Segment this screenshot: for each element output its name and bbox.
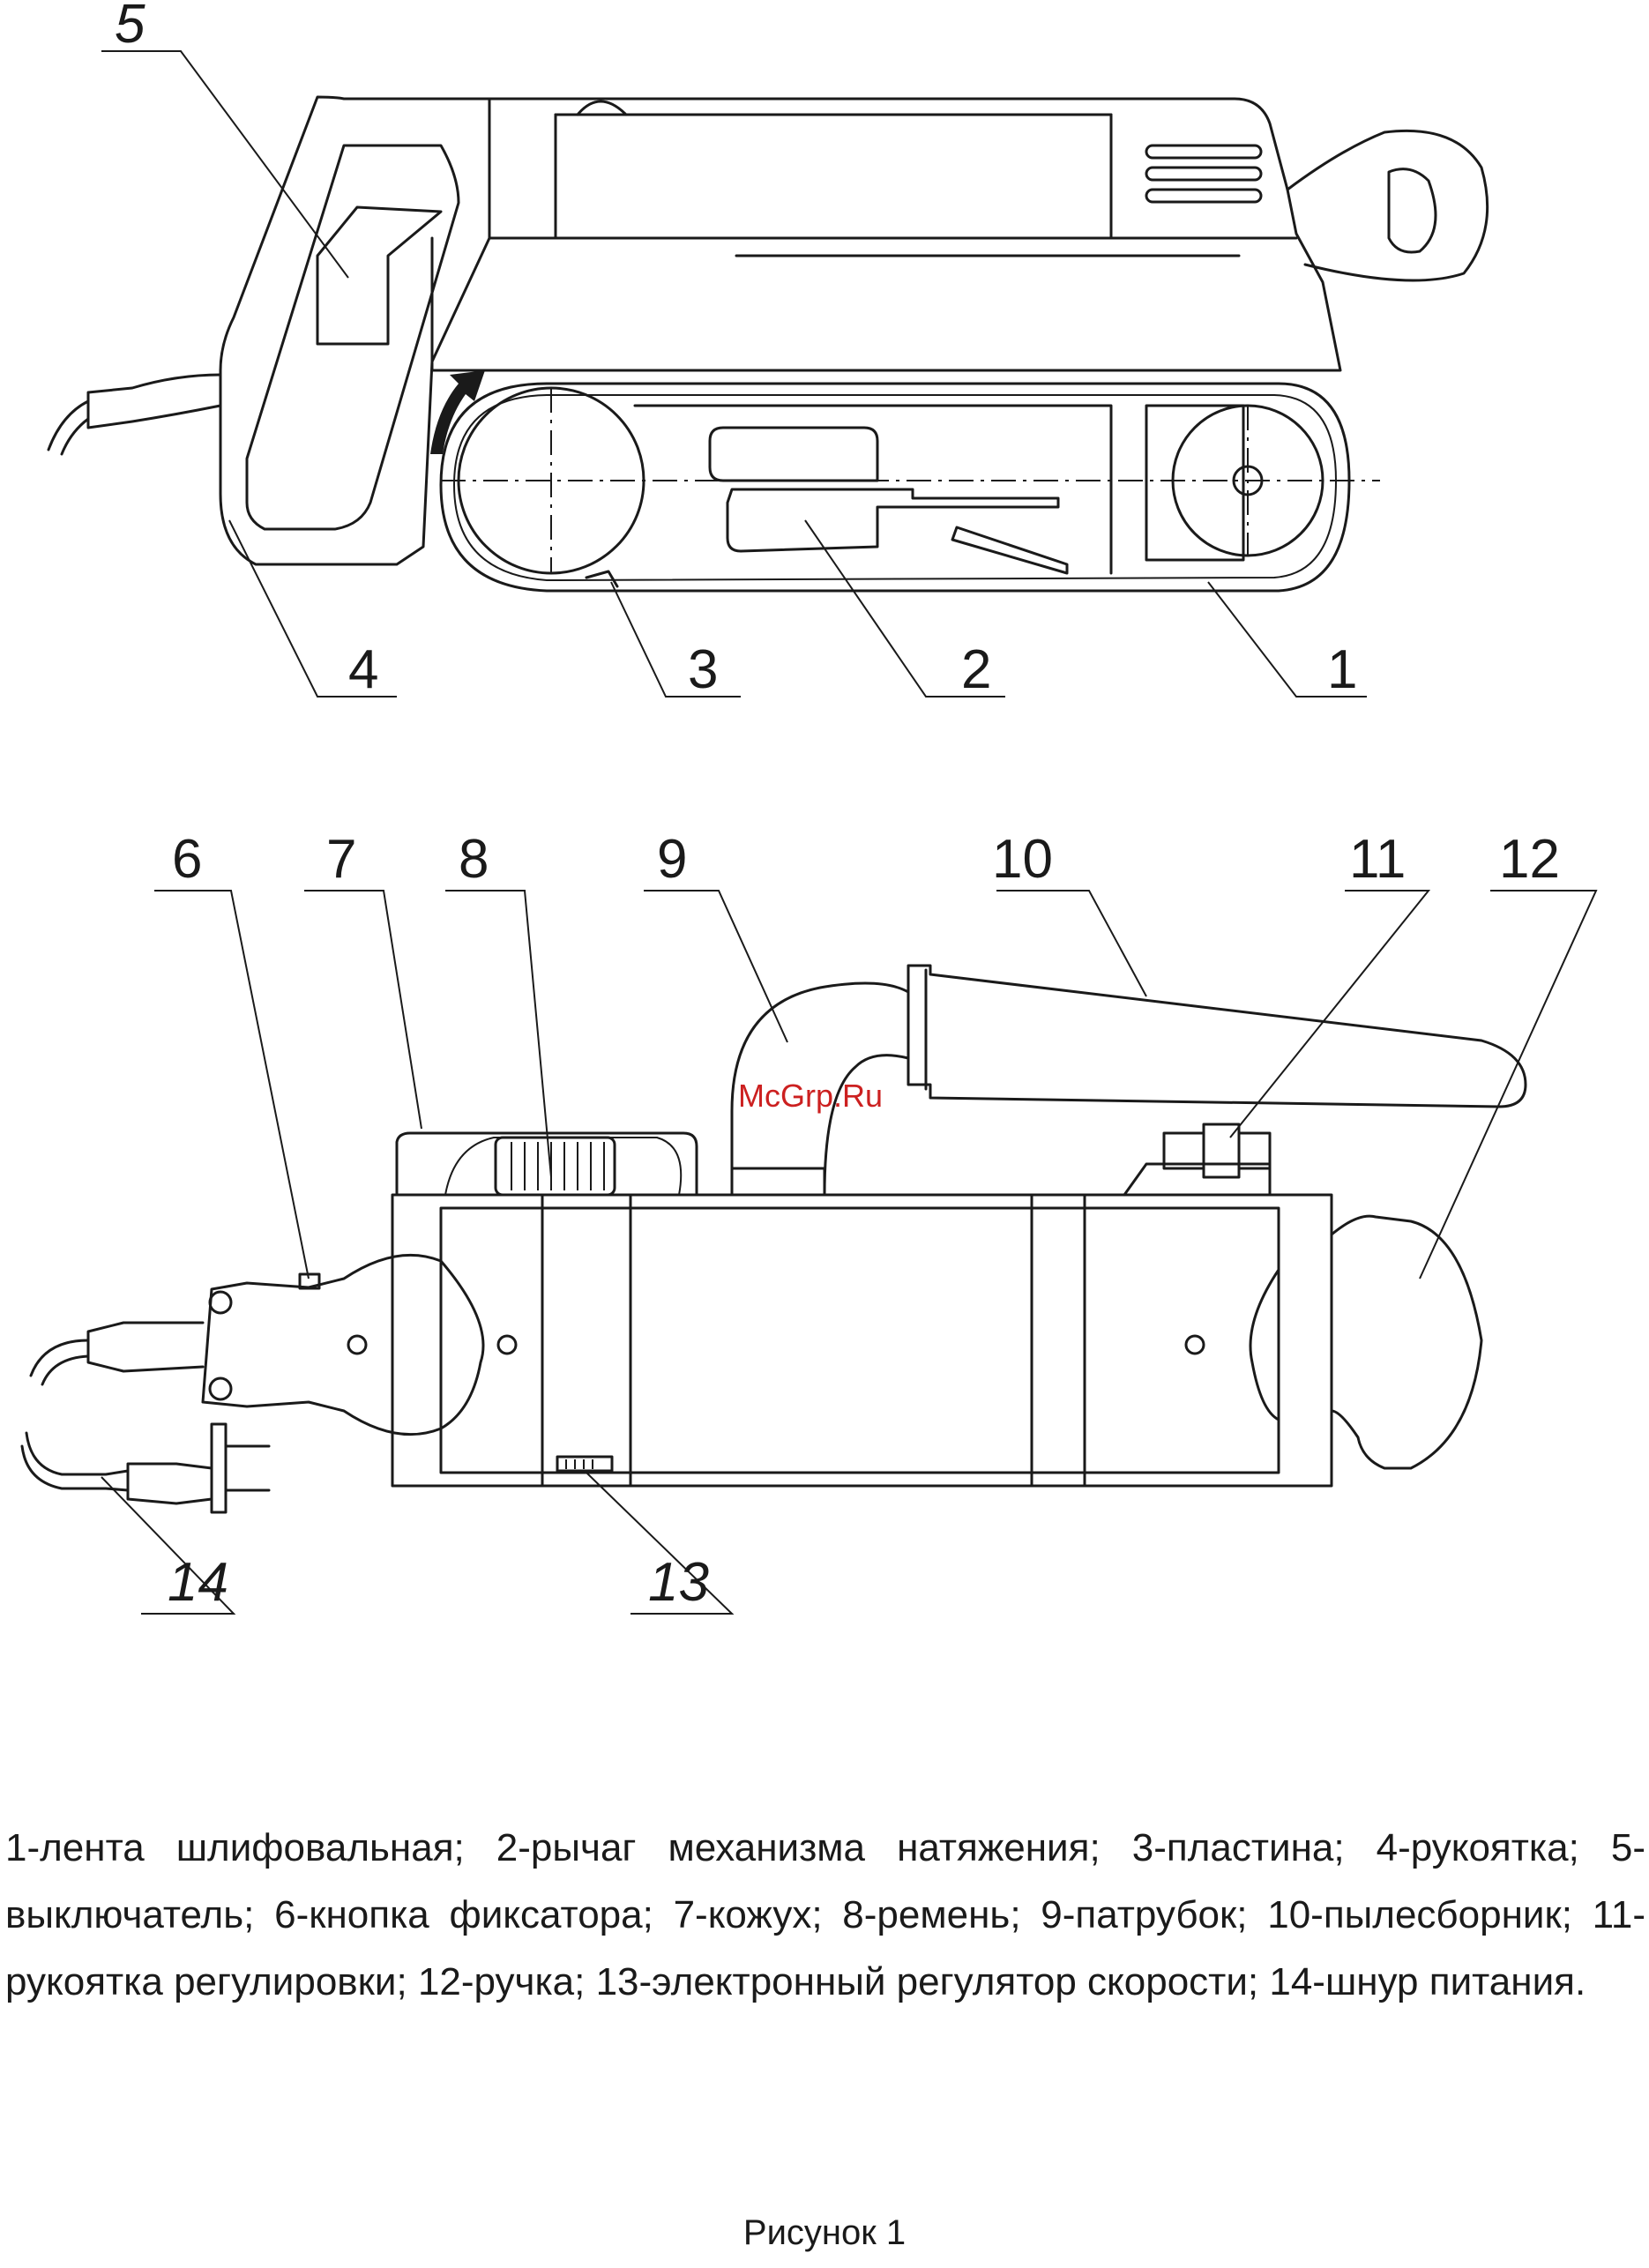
parts-legend: 1-лента шлифовальная; 2-рычаг механизма … (5, 1815, 1645, 2016)
sanding-belt-inner (454, 395, 1336, 580)
plug-face (212, 1424, 226, 1512)
figure-caption: Рисунок 1 (0, 2213, 1649, 2253)
vent-slots (1146, 145, 1261, 202)
cable-entry (88, 1323, 203, 1371)
belt-guard (397, 1133, 697, 1195)
callout-12: 12 (1499, 829, 1560, 890)
belt-direction-arrow-icon (430, 370, 485, 454)
pipe-base (732, 1168, 824, 1195)
callout-13: 13 (648, 1552, 709, 1613)
rear-end-curve (441, 1261, 483, 1429)
tension-lever-window (710, 428, 877, 481)
sander-body (392, 1195, 1332, 1486)
cable-bottom (22, 1433, 128, 1490)
drive-belt-teeth (511, 1142, 604, 1190)
power-cable-stub (88, 375, 220, 428)
rear-handle-top (203, 1255, 441, 1434)
callout-14: 14 (168, 1552, 228, 1613)
dust-bag (908, 966, 1526, 1107)
side-view (48, 97, 1488, 591)
front-handle (1287, 131, 1488, 280)
power-cable-end (48, 401, 88, 454)
body-screw-right (1186, 1336, 1204, 1354)
callout-9: 9 (657, 829, 687, 890)
bottom-leaders (101, 891, 1596, 1614)
front-end-curve (1250, 1270, 1279, 1420)
tension-lever (728, 489, 1058, 551)
plug-body (128, 1464, 212, 1503)
lever-arm (952, 527, 1067, 573)
watermark: McGrp.Ru (738, 1078, 883, 1114)
motor-housing (432, 99, 1340, 370)
sander-body-inner (441, 1208, 1279, 1473)
callout-10: 10 (992, 829, 1053, 890)
speed-controller-ticks (566, 1459, 593, 1469)
callout-8: 8 (459, 829, 489, 890)
callout-11: 11 (1349, 829, 1406, 890)
lock-button-top (210, 1292, 231, 1313)
drive-belt (496, 1138, 615, 1195)
callout-7: 7 (326, 829, 356, 890)
callout-6: 6 (172, 829, 202, 890)
callout-5: 5 (115, 0, 146, 55)
lock-button-bottom (210, 1378, 231, 1399)
body-screw-left (498, 1336, 516, 1354)
rear-handle-outline (220, 97, 489, 564)
cable-top (31, 1340, 88, 1384)
top-view (22, 966, 1526, 1512)
callout-4: 4 (348, 639, 378, 700)
top-leaders (101, 51, 1367, 697)
belt-sander-drawing: 5 4 3 2 1 (0, 0, 1649, 1658)
front-handle-grip (1389, 169, 1436, 252)
housing-knob (578, 101, 626, 115)
handle-screw (348, 1336, 366, 1354)
belt-guard-inner (445, 1138, 681, 1195)
callout-3: 3 (688, 639, 718, 700)
callout-1: 1 (1327, 639, 1357, 700)
front-grip (1332, 1216, 1481, 1468)
callout-2: 2 (961, 639, 991, 700)
